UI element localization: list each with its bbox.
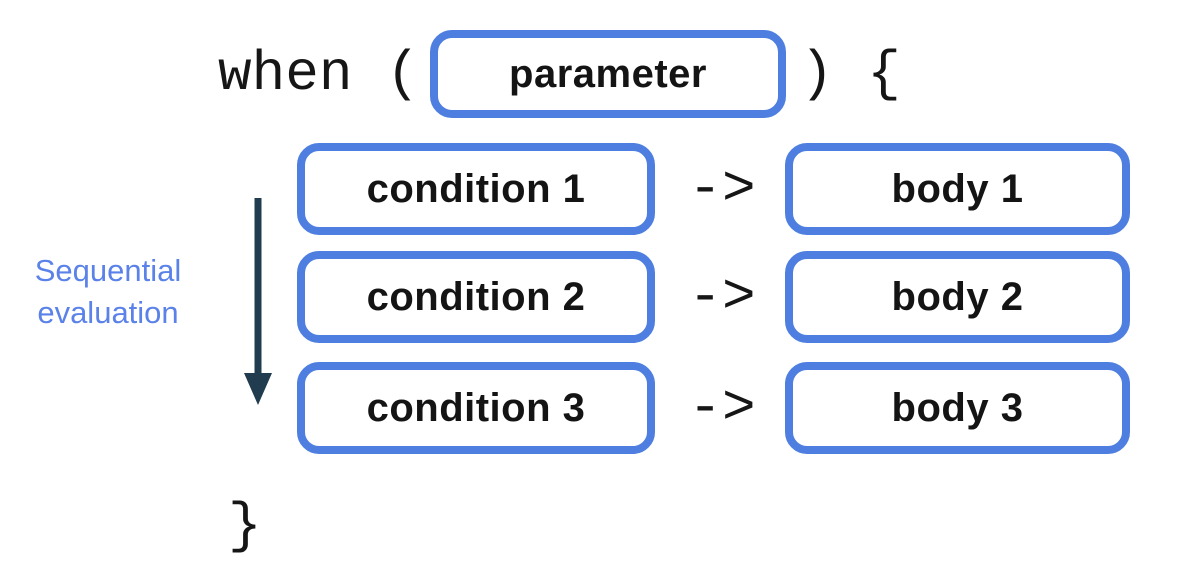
parameter-label: parameter [509, 51, 707, 96]
body-3-label: body 3 [891, 385, 1024, 430]
condition-2-label: condition 2 [366, 274, 586, 319]
sequential-evaluation-arrow-icon [244, 198, 272, 405]
sequential-evaluation-label: Sequential evaluation [34, 253, 182, 330]
condition-1-box: condition 1 [297, 143, 655, 235]
close-brace: } [228, 494, 262, 558]
condition-3-label: condition 3 [366, 385, 586, 430]
arrow-operator-3: -> [688, 376, 756, 440]
condition-3-box: condition 3 [297, 362, 655, 454]
condition-1-label: condition 1 [366, 166, 586, 211]
body-2-label: body 2 [891, 274, 1024, 319]
body-2-box: body 2 [785, 251, 1130, 343]
arrow-operator-2: -> [688, 265, 756, 329]
parameter-box: parameter [430, 30, 786, 118]
close-paren-open-brace: ) { [800, 42, 901, 106]
condition-2-box: condition 2 [297, 251, 655, 343]
arrow-operator-1: -> [688, 157, 756, 221]
when-keyword-open-paren: when ( [218, 42, 420, 106]
body-1-box: body 1 [785, 143, 1130, 235]
body-1-label: body 1 [891, 166, 1024, 211]
body-3-box: body 3 [785, 362, 1130, 454]
